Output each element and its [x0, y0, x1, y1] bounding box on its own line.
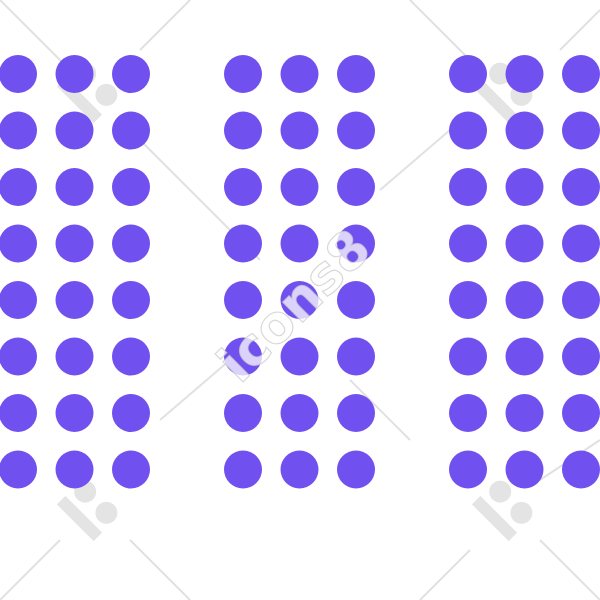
watermark-line [349, 379, 411, 441]
dot [505, 450, 544, 489]
watermark-line [0, 539, 61, 600]
watermark-line [139, 0, 191, 51]
dot [449, 281, 487, 319]
dot-grid [0, 55, 600, 489]
watermark-line [159, 359, 231, 421]
dot [337, 394, 375, 432]
dot [0, 337, 37, 376]
dot [337, 281, 375, 319]
dot [0, 111, 37, 150]
dot [505, 337, 544, 376]
dot [0, 224, 37, 263]
dot [449, 450, 487, 489]
dot [0, 450, 37, 489]
dot [562, 168, 600, 206]
dot [0, 394, 37, 432]
dot [337, 337, 375, 376]
dot-column-group-2 [224, 55, 375, 489]
dot [505, 168, 544, 206]
dot [280, 55, 319, 93]
dot [112, 224, 150, 263]
dot [112, 111, 150, 150]
watermark-line [539, 539, 600, 600]
dot [562, 450, 600, 489]
dot [280, 450, 319, 489]
dot [337, 168, 375, 206]
dot [505, 111, 544, 150]
dot [224, 111, 262, 150]
icons8-logo-icon [471, 480, 533, 542]
dot [505, 55, 544, 93]
dot-column-group-3 [449, 55, 600, 489]
dot [449, 394, 487, 432]
dot [280, 394, 319, 432]
dot [449, 111, 487, 150]
dot [112, 394, 150, 432]
dot [562, 394, 600, 432]
dot [449, 55, 487, 93]
dot [55, 168, 94, 206]
watermark-line [129, 539, 191, 600]
dot [112, 168, 150, 206]
dot [562, 55, 600, 93]
dot [505, 281, 544, 319]
dot [505, 224, 544, 263]
dot [55, 450, 94, 489]
dot [0, 168, 37, 206]
dot [224, 337, 262, 376]
dot [280, 337, 319, 376]
dot [337, 55, 375, 93]
dot [224, 394, 262, 432]
dot [280, 281, 319, 319]
dot [112, 281, 150, 319]
dot [0, 55, 37, 93]
dot [55, 111, 94, 150]
dot [449, 224, 487, 263]
dot [337, 111, 375, 150]
dot [224, 168, 262, 206]
dot [55, 224, 94, 263]
watermark-line [419, 549, 471, 600]
dot [112, 337, 150, 376]
dot [55, 394, 94, 432]
dot [224, 450, 262, 489]
dot [337, 450, 375, 489]
dot [562, 281, 600, 319]
dot-column-group-1 [0, 55, 150, 489]
dot [337, 224, 375, 263]
dot [55, 55, 94, 93]
watermark-line [0, 0, 71, 71]
dot [562, 111, 600, 150]
dot [0, 281, 37, 319]
dot [112, 55, 150, 93]
dot [280, 111, 319, 150]
dot [55, 281, 94, 319]
dot [562, 224, 600, 263]
watermark-line [409, 0, 471, 61]
dot [280, 168, 319, 206]
dot [55, 337, 94, 376]
dot [449, 337, 487, 376]
dot [449, 168, 487, 206]
dot [562, 337, 600, 376]
watermark-line [379, 129, 451, 191]
dot [280, 224, 319, 263]
dot [505, 394, 544, 432]
dot [224, 281, 262, 319]
dot [112, 450, 150, 489]
dot [224, 55, 262, 93]
watermark-line [559, 9, 600, 51]
dot [224, 224, 262, 263]
